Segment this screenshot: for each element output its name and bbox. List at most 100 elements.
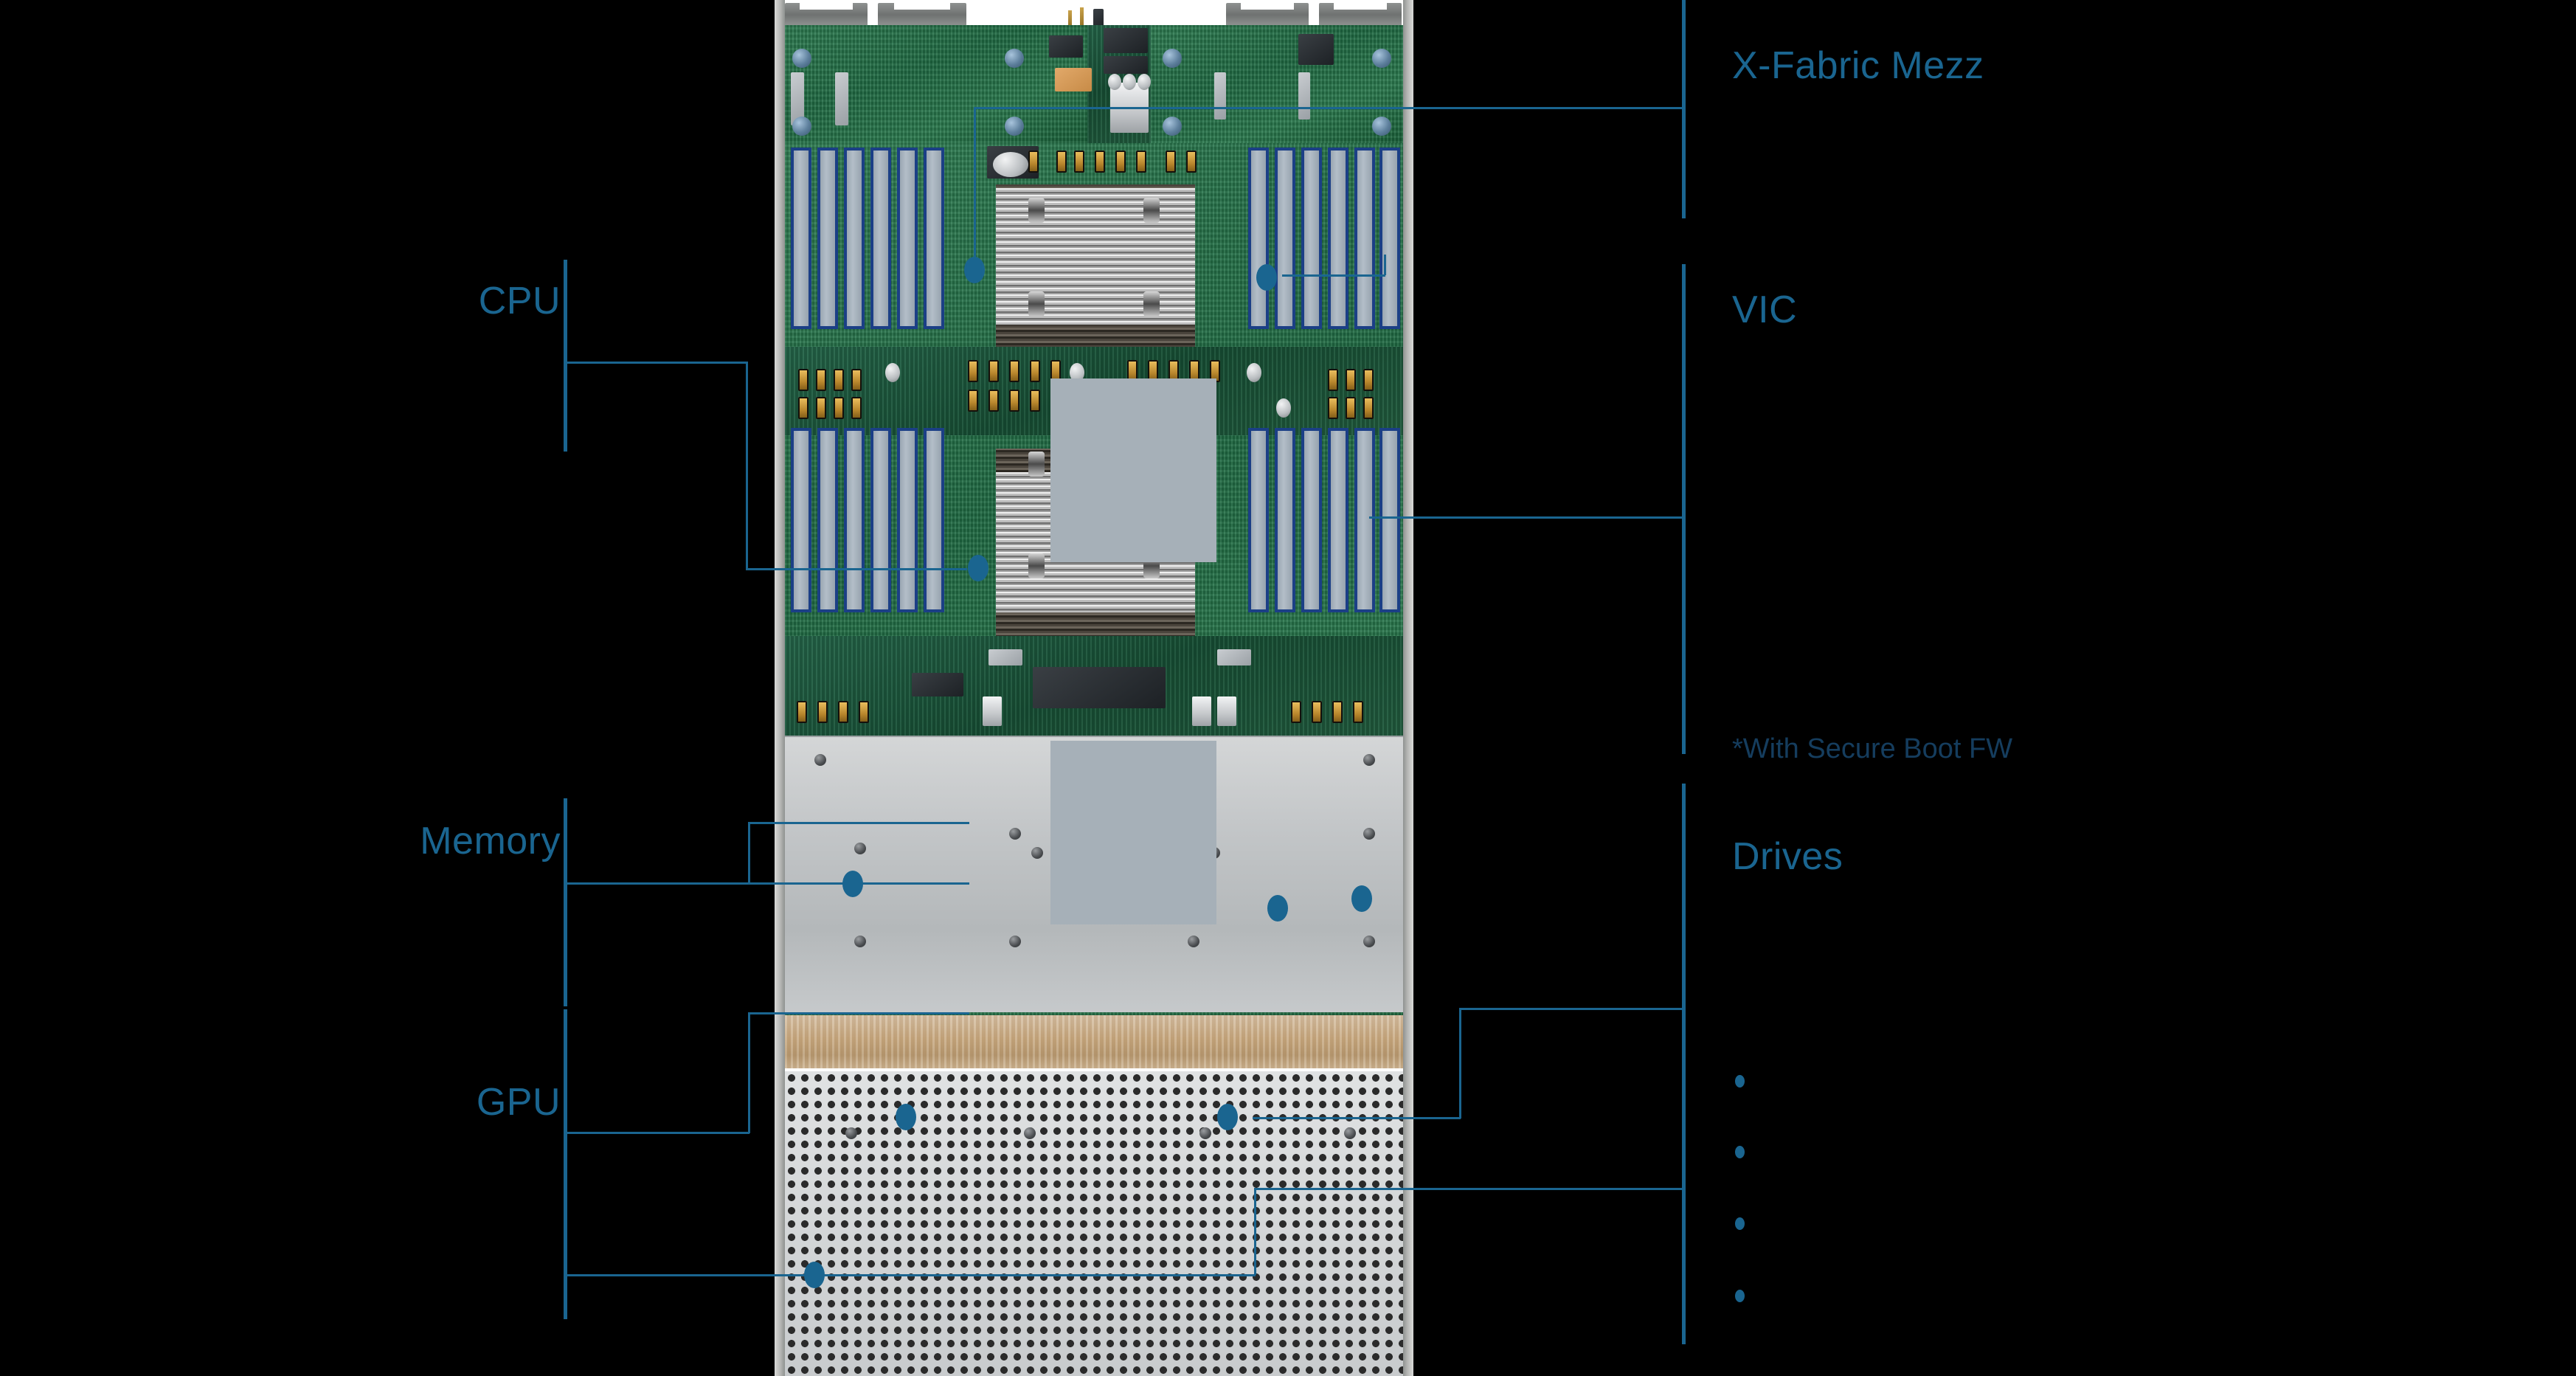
mezz-screw-2	[1005, 49, 1024, 68]
memory-leader-v1	[748, 822, 750, 884]
mezz-asic-1	[1049, 35, 1083, 58]
label-memory: Memory	[420, 820, 561, 862]
gpu-sled-screw-3	[1031, 847, 1043, 859]
drives-leader-h-bottom	[1254, 1188, 1683, 1190]
mezz-screw-5	[792, 117, 811, 136]
gpu-sled-screw-8	[1009, 936, 1021, 947]
bottom-label-1	[988, 649, 1022, 665]
callout-dot-cpu[interactable]	[968, 555, 988, 581]
label-drives: Drives	[1732, 835, 1843, 878]
mezz-slot-dark	[1104, 56, 1148, 74]
cpu1-hs-screw-b	[1143, 198, 1160, 223]
drives-bullet-2	[1735, 1146, 1745, 1158]
vent-screw-2	[1024, 1127, 1036, 1139]
mezz-screw-3	[1163, 49, 1182, 68]
callout-dot-drives[interactable]	[804, 1262, 825, 1288]
gpu-sled-screw-10	[1363, 936, 1375, 947]
vent-screw-4	[1344, 1127, 1356, 1139]
xfabric-leader-v-left	[974, 107, 976, 266]
mezz-label-1	[791, 72, 804, 125]
cpu-leader-h2	[746, 568, 967, 570]
midboard-cap-4	[1276, 398, 1291, 418]
drive-bay	[785, 1015, 1403, 1068]
front-vent-panel	[785, 1071, 1403, 1376]
gpu-sled-screw-tl	[814, 754, 826, 766]
gpu-sled-screw-2	[1009, 828, 1021, 840]
gpu-leader-h2	[564, 1274, 844, 1276]
gpu-sled-screw-9	[1188, 936, 1199, 947]
xfabric-leader-v-right	[1384, 255, 1386, 275]
midboard-cap-3	[1247, 363, 1261, 382]
vent-screw-3	[1199, 1127, 1211, 1139]
mezz-label-3	[1214, 72, 1226, 120]
mezz-screw-8	[1372, 117, 1391, 136]
memory-bracket-vline-bottom	[564, 1009, 567, 1319]
gpu-sled-screw-6	[1363, 828, 1375, 840]
callout-dot-gpu-left[interactable]	[896, 1104, 916, 1130]
callout-dot-memory-lower[interactable]	[1267, 895, 1288, 922]
cpu-bracket-vline	[564, 260, 567, 452]
bottom-connector-1	[1033, 667, 1166, 708]
drives-leader-v	[1459, 1008, 1461, 1119]
drives-leader-h-top	[1459, 1008, 1683, 1010]
cpu2-hs-screw-c	[1028, 553, 1045, 578]
label-cpu: CPU	[478, 280, 561, 322]
gpu-sled-screw-1	[854, 843, 866, 854]
mezz-label-2	[835, 72, 848, 125]
label-gpu: GPU	[476, 1081, 561, 1124]
standoff-block	[1093, 9, 1104, 30]
label-vic: VIC	[1732, 288, 1798, 331]
callout-dot-memory-upper[interactable]	[842, 871, 863, 897]
mezzanine-right	[1151, 25, 1403, 143]
label-x-fabric-mezz: X-Fabric Mezz	[1732, 44, 1984, 87]
drives-bullet-3	[1735, 1217, 1745, 1230]
gpu-leader-h1	[564, 1132, 749, 1134]
cpu1-fan-cap	[993, 152, 1028, 177]
gpu-leader-h0	[748, 1012, 969, 1014]
vent-screw-1	[845, 1127, 857, 1139]
mezz-cap-2	[1123, 74, 1136, 90]
mezz-screw-6	[1005, 117, 1024, 136]
mezz-connector-slot	[1104, 28, 1148, 53]
memory-leader-h1	[564, 882, 749, 885]
cpu1-heatsink	[996, 188, 1195, 336]
right-spine-segment-3	[1682, 784, 1686, 1344]
callout-dot-xfabric-right[interactable]	[1256, 264, 1277, 291]
drives-bullet-4	[1735, 1290, 1745, 1302]
vic-leader-h	[1369, 516, 1683, 519]
callout-dot-gpu-right[interactable]	[1217, 1104, 1238, 1130]
xfabric-leader-h-top	[974, 107, 1683, 109]
cpu1-hs-screw-d	[1143, 291, 1160, 317]
drives-leader-h-bottom2	[844, 1274, 1256, 1276]
cpu1-hs-screw-c	[1028, 291, 1045, 317]
right-spine-segment-2	[1682, 264, 1686, 754]
chassis-right-rail	[1403, 0, 1413, 1376]
bottom-label-2	[1217, 649, 1251, 665]
callout-dot-xfabric-left[interactable]	[964, 257, 985, 283]
cpu2-hs-screw-a	[1028, 452, 1045, 477]
memory-leader-h0	[748, 822, 969, 824]
cpu-leader-v1	[746, 362, 748, 570]
standoff-pin-1	[1068, 10, 1072, 30]
callout-dot-vic[interactable]	[1351, 885, 1372, 912]
bottom-connector-2	[912, 673, 963, 696]
mezz-screw-1	[792, 49, 811, 68]
gpu-sled-screw-7	[854, 936, 866, 947]
chassis-left-rail	[775, 0, 785, 1376]
xfabric-leader-h-right	[1282, 274, 1385, 277]
mezz-screw-7	[1163, 117, 1182, 136]
mezz-thermal-pad	[1055, 68, 1092, 91]
cpu1-hs-screw-a	[1028, 198, 1045, 223]
redaction-box-cpu1	[1050, 378, 1216, 562]
bottom-conn-white-3	[1217, 696, 1236, 726]
standoff-pin-2	[1080, 7, 1084, 30]
bottom-conn-white-2	[1192, 696, 1211, 726]
mezz-screw-4	[1372, 49, 1391, 68]
mezz-cap-1	[1108, 74, 1121, 90]
redaction-box-cpu2	[1050, 741, 1216, 924]
mezz-asic-2	[1298, 34, 1334, 65]
mezz-cap-3	[1138, 74, 1151, 90]
note-secure-boot: *With Secure Boot FW	[1732, 733, 2013, 764]
memory-bracket-vline-top	[564, 798, 567, 1006]
